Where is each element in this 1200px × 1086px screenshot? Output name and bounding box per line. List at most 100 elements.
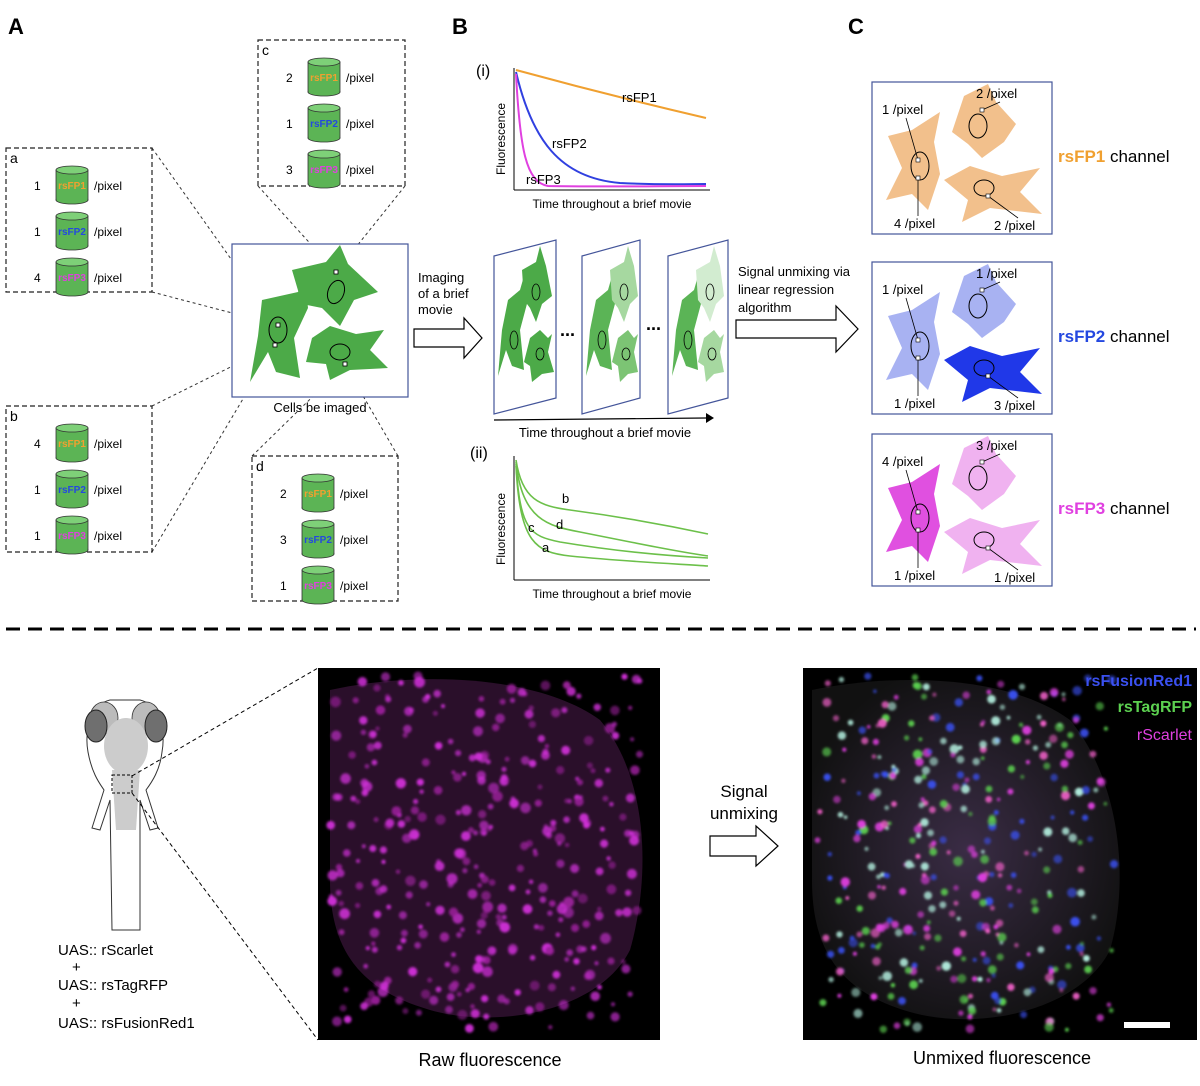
pixel-label: 1 /pixel [894,396,935,411]
fp-count: 1 [34,529,41,543]
channel-name: rsFP2 [1058,327,1105,346]
fp-cylinder [55,165,89,205]
channel-title: rsFP2 channel [1058,327,1170,346]
pixel-label: 4 /pixel [894,216,935,231]
plot-i-ylabel: Fluorescence [494,103,508,175]
curve-rsfp3 [515,73,707,188]
raw-caption: Raw fluorescence [418,1050,561,1070]
fp-cylinder [55,469,89,509]
plot-ii-xlabel: Time throughout a brief movie [533,587,692,601]
arrow-label-1: Signal [720,782,767,801]
channel-name: rsFP3 [1058,499,1105,518]
zoom-line-bottom [131,792,319,1041]
fp-name: rsFP3 [58,531,86,542]
plot-i-xlabel: Time throughout a brief movie [533,197,692,211]
fp-count: 3 [286,163,293,177]
channel-name: rsFP1 [1058,147,1105,166]
raw-fluorescence-image [318,668,660,1040]
genotype-line-3: UAS:: rsTagRFP [58,977,168,994]
unmix-label-1: Signal unmixing via [738,264,851,279]
genotype-line-2: + [72,959,81,976]
channel-suffix: channel [1105,327,1169,346]
box-id-b: b [10,408,18,424]
fp-unit: /pixel [94,179,122,193]
fp-cylinder [301,473,335,513]
imaging-label-1: Imaging [418,270,464,285]
curve-label-rsfp3: rsFP3 [526,172,561,187]
channel-title: rsFP3 channel [1058,499,1170,518]
curve-c [515,463,709,559]
movie-frame-3 [667,239,729,415]
arrow-label-2: unmixing [710,804,778,823]
panel-label-c: C [848,14,864,39]
fp-unit: /pixel [94,529,122,543]
fp-unit: /pixel [94,225,122,239]
plot-ii: (ii) Fluorescence Time throughout a brie… [470,445,710,601]
unmixed-fluorescence-image [803,668,1197,1040]
fp-cylinder [301,565,335,605]
curve-a [515,465,709,567]
curve-label-a: a [542,540,550,555]
fp-cylinder [55,423,89,463]
curve-label-c: c [528,520,535,535]
pixel-label: 1 /pixel [894,568,935,583]
legend-rsfusionred1: rsFusionRed1 [1085,673,1192,690]
fp-unit: /pixel [340,579,368,593]
fp-unit: /pixel [346,117,374,131]
fp-count: 1 [280,579,287,593]
movie-frame-1 [493,239,557,415]
pixel-label: 1 /pixel [994,570,1035,585]
curve-label-rsfp1: rsFP1 [622,90,657,105]
fp-name: rsFP3 [58,273,86,284]
box-id-d: d [256,458,264,474]
fp-cylinder [307,57,341,97]
channel-suffix: channel [1105,147,1169,166]
fp-count: 1 [286,117,293,131]
fp-name: rsFP1 [58,439,86,450]
pixel-label: 3 /pixel [994,398,1035,413]
channel-suffix: channel [1105,499,1169,518]
pixel-label: 1 /pixel [882,282,923,297]
fp-count: 2 [280,487,287,501]
fp-unit: /pixel [94,483,122,497]
fp-count: 4 [34,437,41,451]
pixel-label: 2 /pixel [976,86,1017,101]
fp-count: 3 [280,533,287,547]
fp-cylinder [55,515,89,555]
box-id-c: c [262,42,269,58]
imaging-arrow: Imaging of a brief movie [413,270,483,360]
fp-name: rsFP2 [58,485,86,496]
channel-title: rsFP1 channel [1058,147,1170,166]
cells-image [231,243,409,398]
pixel-label: 3 /pixel [976,438,1017,453]
fp-cylinder [55,257,89,297]
box-id-a: a [10,150,18,166]
fp-unit: /pixel [346,71,374,85]
fp-name: rsFP3 [310,165,338,176]
zoom-line-top [131,667,319,777]
unmixing-arrow: Signal unmixing via linear regression al… [735,264,859,354]
fp-count: 1 [34,483,41,497]
unmix-label-2: linear regression [738,282,834,297]
scale-bar [1124,1022,1170,1028]
fp-name: rsFP2 [304,535,332,546]
movie-frame-2 [581,239,641,415]
movie-time-label: Time throughout a brief movie [519,425,691,440]
fp-unit: /pixel [346,163,374,177]
fp-cylinder [301,519,335,559]
movie-dots-2: ... [646,314,661,334]
fp-count: 1 [34,225,41,239]
fp-count: 1 [34,179,41,193]
plot-ii-label: (ii) [470,445,488,462]
curve-label-b: b [562,491,569,506]
fp-name: rsFP1 [304,489,332,500]
plot-i-label: (i) [476,63,490,80]
movie-dots-1: ... [560,320,575,340]
genotype-line-4: + [72,995,81,1012]
fp-cylinder [55,211,89,251]
